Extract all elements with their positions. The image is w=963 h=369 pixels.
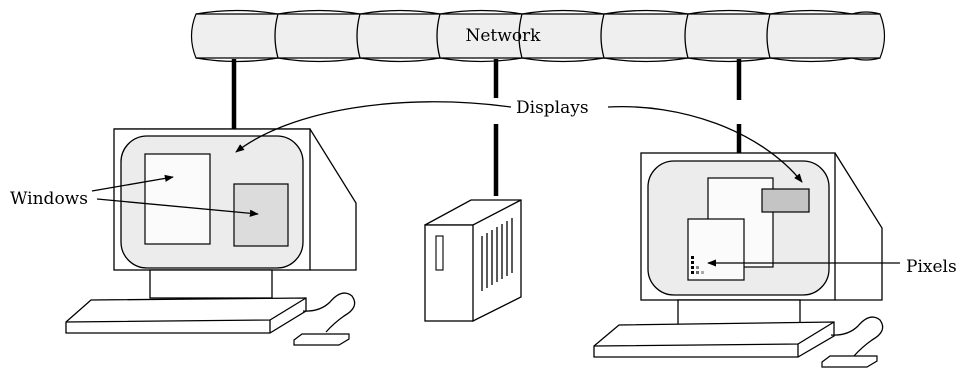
network-cloud: [190, 9, 886, 63]
pixel-grid: [691, 256, 704, 274]
server-vents: [481, 218, 513, 291]
right-keyboard: [593, 321, 835, 358]
left-workstation: [65, 128, 357, 346]
left-window-white: [144, 153, 211, 245]
right-monitor-stand: [677, 299, 801, 326]
left-window-gray: [233, 183, 289, 247]
server-front: [424, 224, 474, 322]
right-mouse: [821, 355, 878, 368]
displays-label: Displays: [516, 98, 589, 118]
displays-arrow-right: [607, 105, 803, 183]
right-workstation: [593, 152, 884, 368]
network-label: Network: [466, 26, 542, 46]
right-window-dark: [761, 188, 810, 213]
annotation-arrows: [91, 101, 900, 267]
left-monitor-stand: [149, 269, 273, 299]
left-mouse-cable: [302, 292, 356, 333]
left-mouse: [293, 333, 350, 346]
displays-arrow-left: [235, 101, 512, 153]
left-keyboard: [65, 297, 307, 334]
right-mouse-cable: [830, 316, 884, 357]
windows-label: Windows: [10, 189, 88, 209]
right-window-front: [687, 218, 745, 281]
windows-arrow-white: [91, 174, 174, 192]
network-connections: [231, 59, 742, 196]
server-drive-slot: [435, 235, 444, 271]
windows-arrow-gray: [96, 198, 259, 217]
pixels-label: Pixels: [906, 257, 957, 277]
server: [424, 199, 522, 322]
